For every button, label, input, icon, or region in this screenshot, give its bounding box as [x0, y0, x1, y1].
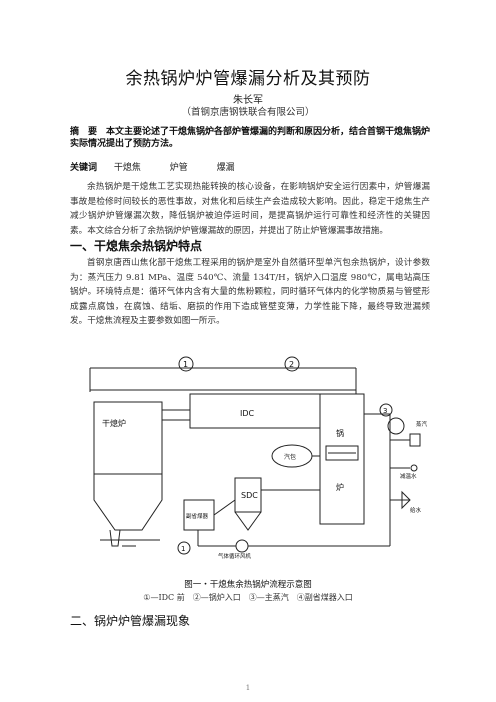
label-idc: IDC [240, 409, 255, 418]
label-feedwater: 减温水 [400, 472, 417, 480]
paper-title: 余热锅炉炉管爆漏分析及其预防 [125, 69, 371, 89]
page-number: 1 [245, 684, 251, 692]
idc-duct [189, 393, 321, 429]
keyword-term: 炉管 [169, 163, 188, 173]
affiliation: （首钢京唐钢铁联合有限公司） [181, 107, 315, 118]
marker-2: 2 [289, 360, 294, 369]
cdq-furnace-body [93, 401, 163, 475]
boiler-body [319, 393, 365, 525]
marker-1: 1 [183, 360, 188, 369]
sdc-cyclone [234, 477, 262, 513]
section-2-heading: 二、锅炉炉管爆漏现象 [70, 614, 191, 628]
figure-caption: 图一・干熄焦余热锅炉流程示意图 [184, 580, 312, 590]
valve [401, 490, 411, 510]
label-steam: 蒸汽 [416, 420, 428, 428]
valve-3 [387, 417, 405, 435]
section-1-paragraph: 首钢京唐西山焦化部干熄焦工程采用的锅炉是室外自然循环型单汽包余热锅炉，设计参数为… [70, 258, 430, 326]
keyword-term: 爆漏 [216, 163, 235, 173]
figure-legend: ①—IDC 前 ②—锅炉入口 ③—主蒸汽 ④副省煤器入口 [143, 593, 353, 602]
circulation-fan [235, 539, 249, 553]
label-water: 给水 [410, 506, 422, 514]
label-furnace: 干熄炉 [102, 418, 126, 428]
label-fan: 气体循环风机 [218, 552, 252, 560]
intro-paragraph: 余热锅炉是干熄焦工艺实现热能转换的核心设备，在影响锅炉安全运行因素中，炉管爆漏事… [70, 182, 430, 236]
author-name: 朱长军 [233, 95, 263, 106]
label-boiler: 锅 [336, 428, 344, 438]
cdq-furnace-cone [93, 474, 163, 531]
label-drum: 汽包 [284, 453, 296, 461]
label-preheater: 副省煤器 [186, 512, 209, 520]
label-sdc: SDC [241, 491, 258, 500]
marker-3: 3 [383, 407, 387, 415]
label-boiler2: 炉 [336, 482, 344, 492]
keywords: 关键词 干熄焦 炉管 爆漏 [70, 160, 430, 173]
keywords-label: 关键词 [70, 163, 98, 173]
abstract: 摘 要 本文主要论述了干熄焦锅炉各部炉管爆漏的判断和原因分析，结合首钢干熄焦锅炉… [70, 127, 431, 149]
process-flow-diagram: 干熄炉 IDC SDC 锅 炉 汽包 蒸汽 减温水 给水 副省煤器 气体循环风机… [89, 356, 428, 560]
marker-1b: 1 [181, 545, 185, 553]
section-1-heading: 一、干熄焦余热锅炉特点 [70, 239, 203, 253]
keyword-term: 干熄焦 [113, 163, 141, 173]
